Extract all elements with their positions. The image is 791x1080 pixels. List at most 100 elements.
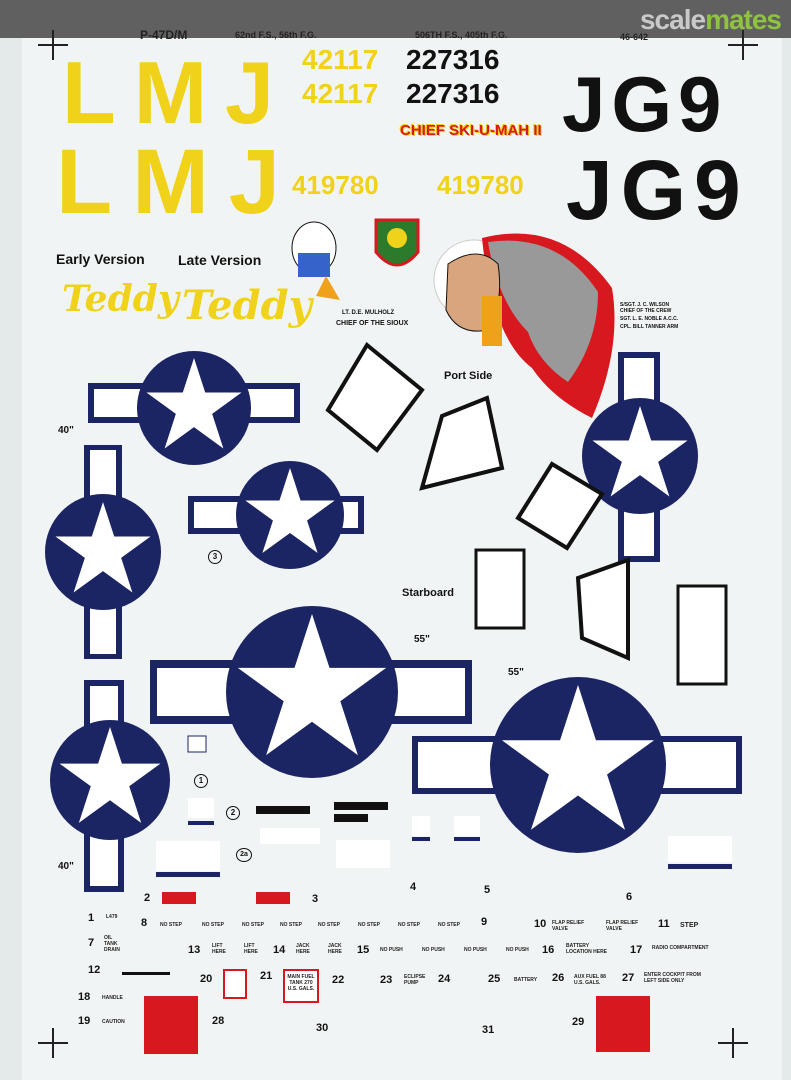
num-31: 31: [482, 1024, 495, 1036]
registration-mark-tl: [38, 30, 68, 60]
stencil-step: STEP: [680, 922, 699, 929]
num-24: 24: [438, 973, 451, 985]
num-30: 30: [316, 1022, 329, 1034]
num-15: 15: [357, 944, 370, 956]
decal-artwork: [45, 218, 742, 1054]
crew-line-4: CPL. BILL TANNER ARM: [620, 324, 679, 330]
indian-head-art: [433, 233, 615, 418]
num-8: 8: [141, 917, 148, 929]
stencil-caution: CAUTION: [102, 1019, 125, 1025]
stencil-no-step-2: NO STEP: [202, 922, 224, 928]
stencil-aux-fuel: AUX FUEL 88 U.S. GALS.: [574, 974, 606, 986]
walkway-panels: [325, 341, 728, 686]
code-jg9-2: JG9: [566, 143, 749, 237]
stencil-no-step-3: NO STEP: [242, 922, 264, 928]
serial-419780-2: 419780: [437, 170, 524, 200]
teddy-early: Teddy: [62, 278, 179, 320]
stencil-no-push-3: NO PUSH: [464, 947, 487, 953]
num-3: 3: [312, 893, 319, 905]
stencil-l479: L479: [106, 914, 118, 920]
num-23: 23: [380, 974, 393, 986]
num-19: 19: [78, 1015, 91, 1027]
code-46-642: 46-642: [620, 32, 649, 42]
stencil-no-push-2: NO PUSH: [422, 947, 445, 953]
roundel-3: [188, 461, 364, 569]
num-11: 11: [658, 918, 670, 930]
label-early-version: Early Version: [56, 251, 145, 267]
stencil-eclipse-pump: ECLIPSE PUMP: [404, 974, 426, 986]
stencil-lift-here-2: LIFT HERE: [244, 943, 258, 955]
stencil-no-step-4: NO STEP: [280, 922, 302, 928]
unit-506fs: 506TH F.S., 405th F.G.: [415, 30, 508, 40]
registration-mark-tr: [728, 30, 758, 60]
squadron-badge: [374, 218, 420, 267]
roundel-6: [50, 680, 170, 892]
dim-40-top: 40": [58, 425, 74, 436]
num-22: 22: [332, 974, 345, 986]
stencil-jack-here-1: JACK HERE: [296, 943, 310, 955]
stencil-no-push-1: NO PUSH: [380, 947, 403, 953]
stencil-no-step-8: NO STEP: [438, 922, 460, 928]
serial-419780-1: 419780: [292, 170, 379, 200]
num-14: 14: [273, 944, 286, 956]
circled-2a: 2a: [236, 848, 252, 862]
chief-caption: CHIEF OF THE SIOUX: [336, 320, 409, 327]
duck-emblem: [291, 221, 340, 300]
num-26: 26: [552, 972, 565, 984]
stencil-battery-location: BATTERY LOCATION HERE: [566, 943, 608, 955]
num-1: 1: [88, 912, 95, 924]
stencil-no-step-6: NO STEP: [358, 922, 380, 928]
crew-line-3: SGT. L. E. NOBLE A.C.C.: [620, 316, 679, 322]
dim-55-b: 55": [508, 667, 524, 678]
num-20: 20: [200, 973, 213, 985]
num-12: 12: [88, 964, 101, 976]
circled-2: 2: [226, 806, 240, 820]
num-6: 6: [626, 891, 633, 903]
roundel-4: [582, 352, 698, 562]
stencil-handle: HANDLE: [102, 995, 123, 1001]
num-13: 13: [188, 944, 201, 956]
num-27: 27: [622, 972, 635, 984]
stencil-lift-here-1: LIFT HERE: [212, 943, 226, 955]
dim-55-a: 55": [414, 634, 430, 645]
circled-1: 1: [194, 774, 208, 788]
small-stencils: [122, 735, 732, 1054]
dim-40-bottom: 40": [58, 861, 74, 872]
crew-line-2: CHIEF OF THE CREW: [620, 308, 672, 314]
site-topbar: scalemates: [0, 0, 791, 38]
num-21: 21: [260, 970, 273, 982]
roundel-1: [88, 351, 300, 465]
registration-mark-br: [718, 1028, 748, 1058]
code-jg9-1: JG9: [562, 60, 728, 148]
num-28: 28: [212, 1015, 225, 1027]
crew-line-1: S/SGT. J. C. WILSON: [620, 302, 670, 308]
stencil-no-step-7: NO STEP: [398, 922, 420, 928]
num-18: 18: [78, 991, 91, 1003]
stencil-oil: OIL TANK DRAIN: [104, 935, 120, 953]
stencil-battery: BATTERY: [514, 977, 538, 983]
site-logo[interactable]: scalemates: [639, 4, 782, 35]
unit-62fs: 62nd F.S., 56th F.G.: [235, 30, 317, 40]
num-25: 25: [488, 973, 501, 985]
num-7: 7: [88, 937, 95, 949]
nose-art-name: CHIEF SKI-U-MAH II: [400, 122, 542, 139]
num-29: 29: [572, 1016, 585, 1028]
decal-sheet: P-47D/M 62nd F.S., 56th F.G. 506TH F.S.,…: [22, 28, 782, 1080]
serial-227316-1: 227316: [406, 44, 500, 75]
num-4: 4: [410, 881, 417, 893]
serial-42117-1: 42117: [302, 44, 379, 75]
stencil-enter-cockpit: ENTER COCKPIT FROM LEFT SIDE ONLY: [644, 972, 701, 984]
num-17: 17: [630, 944, 643, 956]
port-side-label: Port Side: [444, 370, 493, 382]
serial-227316-2: 227316: [406, 78, 500, 109]
stencil-no-step-1: NO STEP: [160, 922, 182, 928]
white-crosses: [260, 828, 390, 868]
aircraft-type: P-47D/M: [140, 28, 188, 42]
starboard-label: Starboard: [402, 587, 454, 599]
label-late-version: Late Version: [178, 252, 262, 268]
registration-mark-bl: [38, 1028, 68, 1058]
num-16: 16: [542, 944, 555, 956]
num-5: 5: [484, 884, 491, 896]
stencil-no-push-4: NO PUSH: [506, 947, 529, 953]
kill-markings: [256, 802, 388, 822]
